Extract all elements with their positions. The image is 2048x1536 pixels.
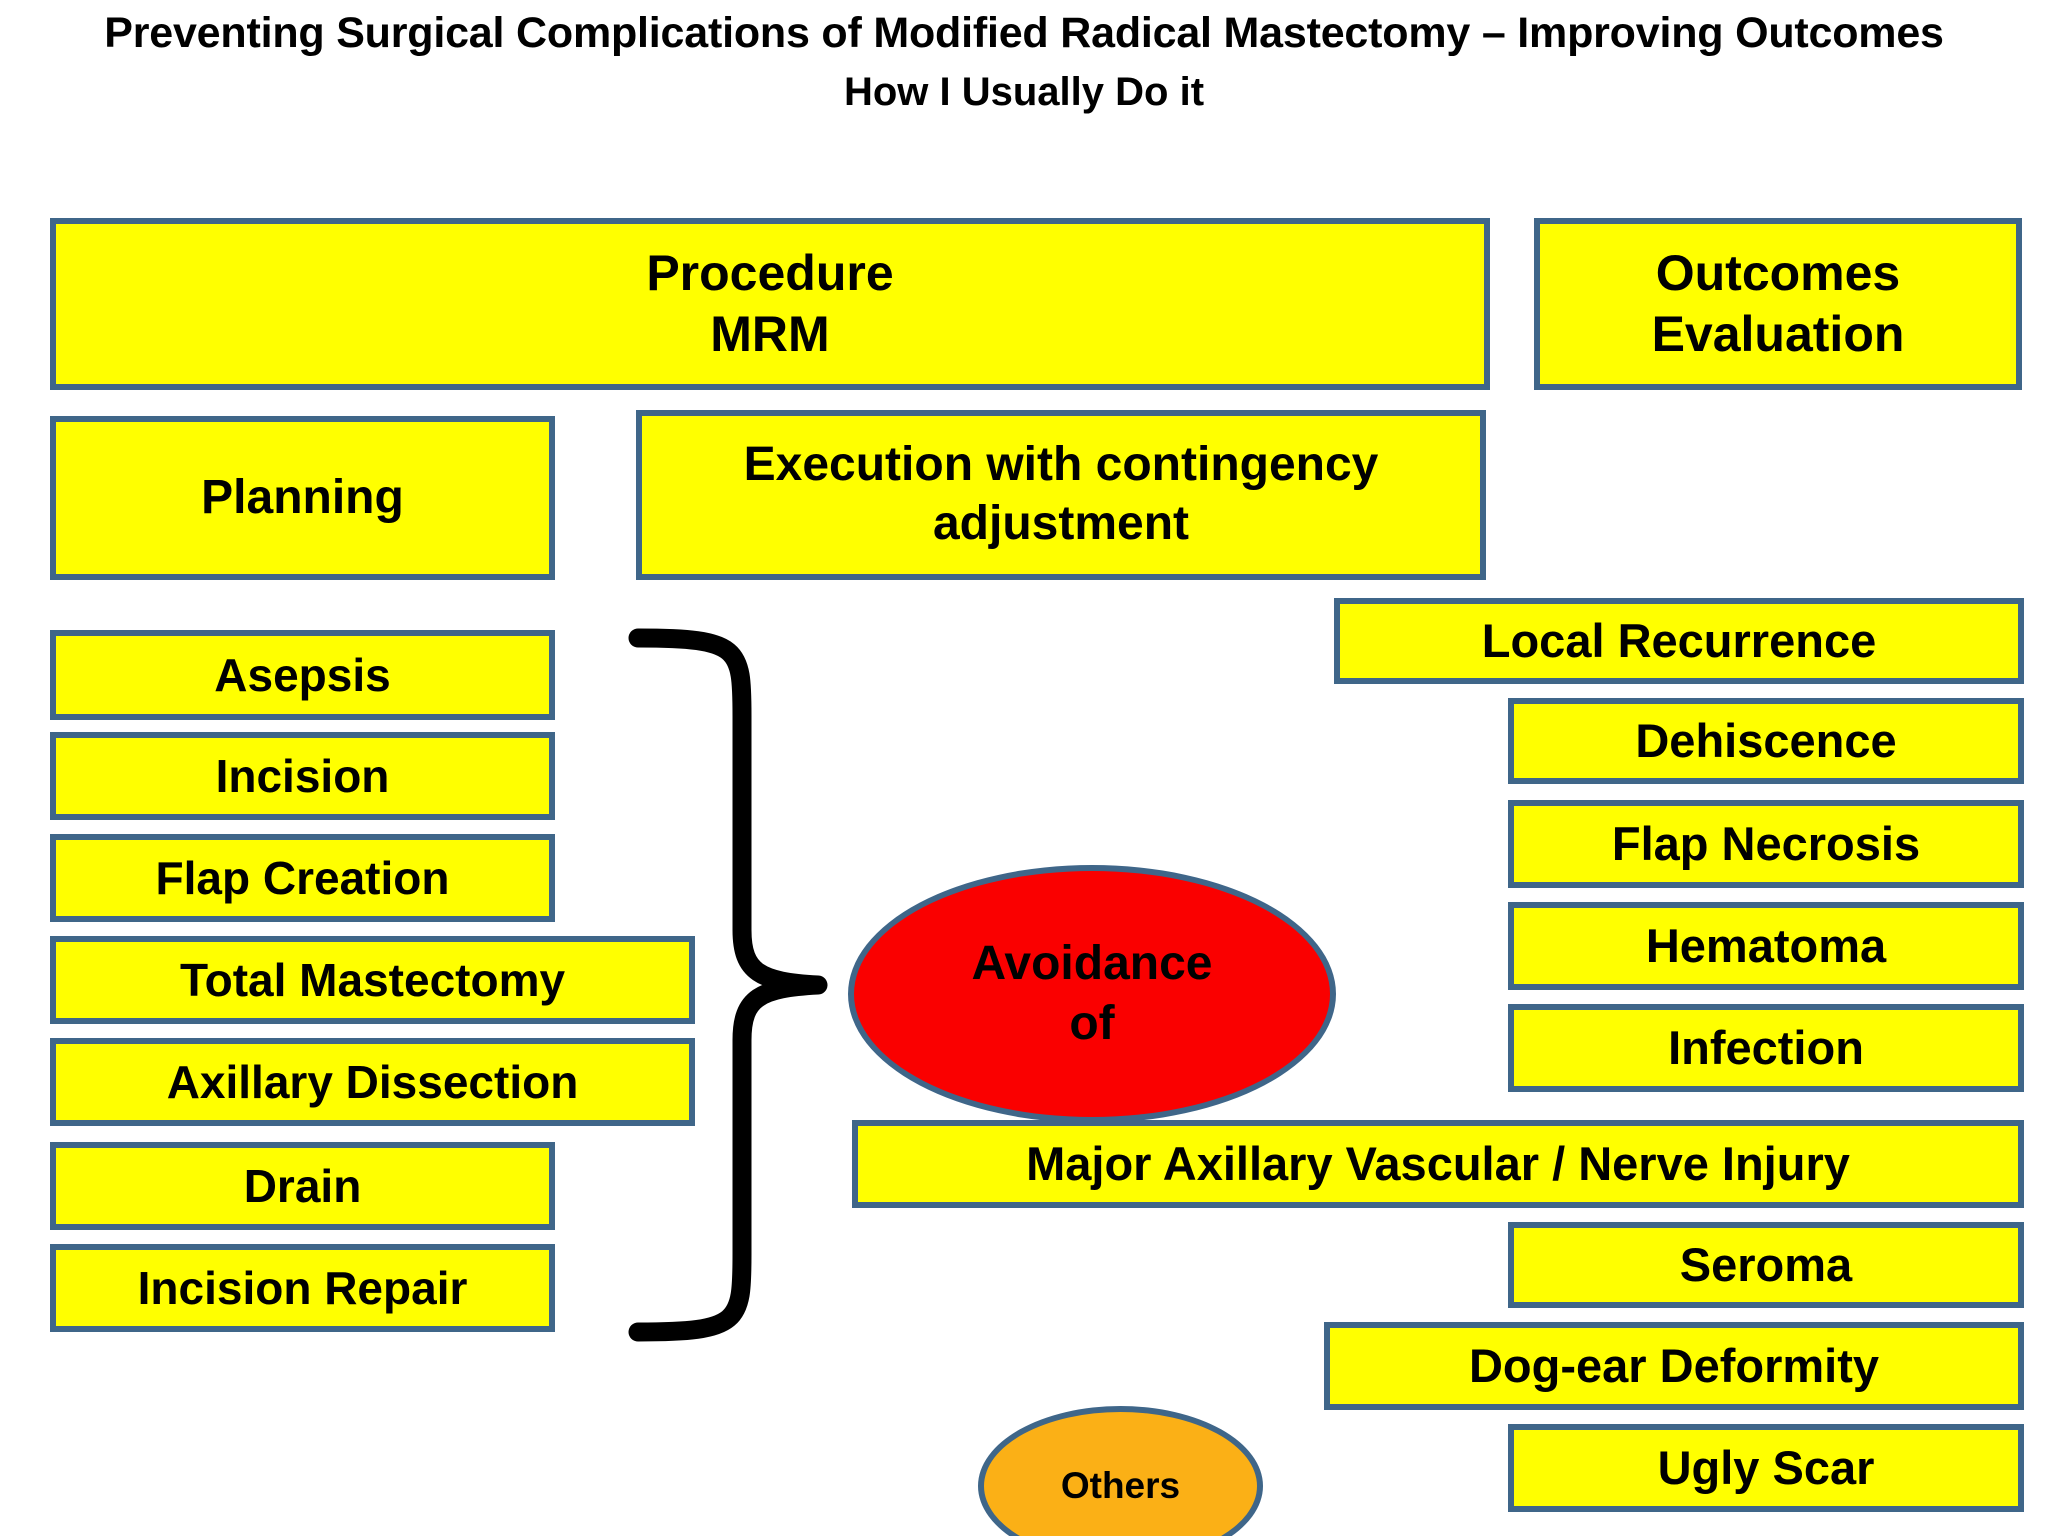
execution-label-line2: adjustment xyxy=(932,497,1190,550)
complication-label: Seroma xyxy=(1679,1238,1853,1292)
complication-label: Ugly Scar xyxy=(1657,1441,1875,1495)
procedure-label-line1: Procedure xyxy=(646,245,894,301)
step-label: Asepsis xyxy=(214,648,391,701)
step-box-asepsis[interactable]: Asepsis xyxy=(50,630,555,720)
avoidance-of-ellipse[interactable]: Avoidance of xyxy=(848,865,1336,1123)
step-label: Axillary Dissection xyxy=(166,1055,579,1108)
step-label: Flap Creation xyxy=(155,851,450,904)
complication-box-ugly-scar[interactable]: Ugly Scar xyxy=(1508,1424,2024,1512)
complication-box-dehiscence[interactable]: Dehiscence xyxy=(1508,698,2024,784)
complication-box-flap-necrosis[interactable]: Flap Necrosis xyxy=(1508,800,2024,888)
step-label: Total Mastectomy xyxy=(179,953,566,1006)
others-label: Others xyxy=(1060,1464,1181,1506)
step-box-flap-creation[interactable]: Flap Creation xyxy=(50,834,555,922)
planning-label: Planning xyxy=(201,470,404,524)
complication-box-major-axillary-vascular-nerve-injury[interactable]: Major Axillary Vascular / Nerve Injury xyxy=(852,1120,2024,1208)
procedure-label-line2: MRM xyxy=(710,306,830,362)
step-box-incision-repair[interactable]: Incision Repair xyxy=(50,1244,555,1332)
complication-box-hematoma[interactable]: Hematoma xyxy=(1508,902,2024,990)
title-line-2: How I Usually Do it xyxy=(843,70,1205,115)
complication-box-infection[interactable]: Infection xyxy=(1508,1004,2024,1092)
avoidance-label-line2: of xyxy=(1069,997,1115,1050)
outcomes-label-line1: Outcomes xyxy=(1655,245,1901,301)
outcomes-evaluation-box[interactable]: Outcomes Evaluation xyxy=(1534,218,2022,390)
complication-label: Dog-ear Deformity xyxy=(1468,1339,1879,1393)
slide-title: Preventing Surgical Complications of Mod… xyxy=(0,6,2048,118)
procedure-mrm-box[interactable]: Procedure MRM xyxy=(50,218,1490,390)
complication-label: Dehiscence xyxy=(1635,714,1897,768)
complication-label: Flap Necrosis xyxy=(1611,817,1921,871)
avoidance-label-line1: Avoidance xyxy=(971,937,1213,990)
execution-box[interactable]: Execution with contingency adjustment xyxy=(636,410,1486,580)
step-box-axillary-dissection[interactable]: Axillary Dissection xyxy=(50,1038,695,1126)
complication-label: Local Recurrence xyxy=(1481,614,1877,668)
outcomes-label-line2: Evaluation xyxy=(1651,306,1905,362)
others-ellipse[interactable]: Others xyxy=(978,1406,1263,1536)
complication-box-dog-ear-deformity[interactable]: Dog-ear Deformity xyxy=(1324,1322,2024,1410)
complication-label: Infection xyxy=(1668,1021,1864,1075)
complication-box-local-recurrence[interactable]: Local Recurrence xyxy=(1334,598,2024,684)
title-line-1: Preventing Surgical Complications of Mod… xyxy=(104,9,1944,57)
complication-box-seroma[interactable]: Seroma xyxy=(1508,1222,2024,1308)
step-box-drain[interactable]: Drain xyxy=(50,1142,555,1230)
complication-label: Hematoma xyxy=(1645,919,1887,973)
step-label: Drain xyxy=(243,1159,362,1212)
step-label: Incision xyxy=(215,749,390,802)
step-box-incision[interactable]: Incision xyxy=(50,732,555,820)
step-label: Incision Repair xyxy=(137,1261,468,1314)
planning-box[interactable]: Planning xyxy=(50,416,555,580)
step-box-total-mastectomy[interactable]: Total Mastectomy xyxy=(50,936,695,1024)
complication-label: Major Axillary Vascular / Nerve Injury xyxy=(1026,1137,1850,1191)
execution-label-line1: Execution with contingency xyxy=(743,438,1379,492)
